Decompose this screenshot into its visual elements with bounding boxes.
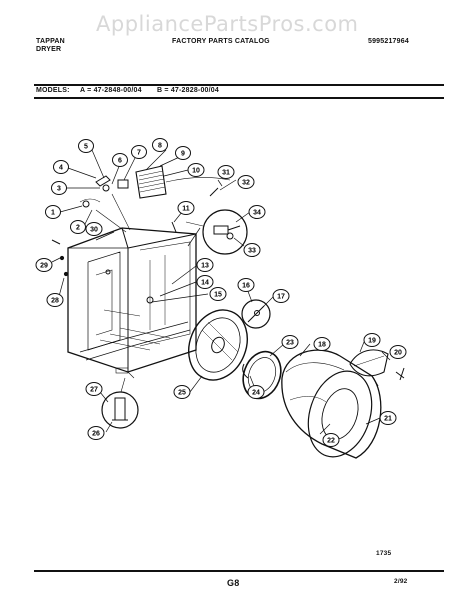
svg-text:4: 4 <box>59 165 63 172</box>
svg-text:9: 9 <box>181 151 185 158</box>
callout-26: 26 <box>87 426 105 440</box>
svg-text:13: 13 <box>201 263 209 270</box>
svg-text:20: 20 <box>394 350 402 357</box>
callout-1: 1 <box>45 205 61 219</box>
svg-text:11: 11 <box>182 206 190 213</box>
svg-text:21: 21 <box>384 416 392 423</box>
callout-9: 9 <box>175 146 191 160</box>
callout-15: 15 <box>209 287 227 301</box>
drum-baffle <box>349 349 405 381</box>
svg-text:23: 23 <box>286 340 294 347</box>
svg-text:34: 34 <box>253 210 261 217</box>
callout-13: 13 <box>196 258 214 272</box>
svg-text:29: 29 <box>40 263 48 270</box>
callout-16: 16 <box>237 278 255 292</box>
svg-text:19: 19 <box>368 338 376 345</box>
callout-25: 25 <box>173 385 191 399</box>
leader-lines <box>51 149 391 435</box>
callout-bubbles: 5 4 3 1 2 6 7 <box>35 138 407 447</box>
callout-14: 14 <box>196 275 214 289</box>
callout-4: 4 <box>53 160 69 174</box>
model-b: B = 47-2828-00/04 <box>157 87 219 94</box>
callout-6: 6 <box>112 153 128 167</box>
callout-17: 17 <box>272 289 290 303</box>
svg-text:14: 14 <box>201 280 209 287</box>
svg-text:33: 33 <box>248 248 256 255</box>
front-bulkhead <box>188 309 248 381</box>
callout-19: 19 <box>363 333 381 347</box>
svg-text:27: 27 <box>90 387 98 394</box>
detail-circle-foot <box>101 377 139 429</box>
svg-text:28: 28 <box>51 298 59 305</box>
svg-text:26: 26 <box>92 431 100 438</box>
callout-8: 8 <box>152 138 168 152</box>
callout-29: 29 <box>35 258 53 272</box>
catalog-title: FACTORY PARTS CATALOG <box>172 38 270 45</box>
page-number: G8 <box>227 578 240 588</box>
svg-text:8: 8 <box>158 143 162 150</box>
callout-5: 5 <box>78 139 94 153</box>
callout-20: 20 <box>389 345 407 359</box>
callout-34: 34 <box>248 205 266 219</box>
svg-text:32: 32 <box>242 180 250 187</box>
callout-11: 11 <box>177 201 195 215</box>
svg-text:7: 7 <box>137 150 141 157</box>
drawing-number: 1735 <box>376 550 392 557</box>
callout-28: 28 <box>46 293 64 307</box>
svg-text:3: 3 <box>57 186 61 193</box>
callout-18: 18 <box>313 337 331 351</box>
svg-text:5: 5 <box>84 144 88 151</box>
svg-text:17: 17 <box>277 294 285 301</box>
callout-2: 2 <box>70 220 86 234</box>
svg-text:16: 16 <box>242 283 250 290</box>
brand-name: TAPPAN <box>36 38 65 45</box>
callout-21: 21 <box>379 411 397 425</box>
svg-text:30: 30 <box>90 227 98 234</box>
svg-text:24: 24 <box>252 390 260 397</box>
watermark: AppliancePartsPros.com <box>96 12 359 36</box>
header-rule-bottom <box>34 97 444 99</box>
callout-30: 30 <box>85 222 103 236</box>
catalog-number: 5995217964 <box>368 38 409 45</box>
header-rule-top <box>34 84 444 86</box>
svg-text:10: 10 <box>192 168 200 175</box>
callout-27: 27 <box>85 382 103 396</box>
svg-text:2: 2 <box>76 225 80 232</box>
svg-text:6: 6 <box>118 158 122 165</box>
svg-text:22: 22 <box>327 438 335 445</box>
callout-24: 24 <box>247 385 265 399</box>
callout-31: 31 <box>217 165 235 179</box>
detail-circle-idler <box>241 299 271 329</box>
model-a: A = 47-2848-00/04 <box>80 87 142 94</box>
footer-rule <box>34 570 444 572</box>
appliance-type: DRYER <box>36 46 62 53</box>
svg-text:15: 15 <box>214 292 222 299</box>
callout-33: 33 <box>243 243 261 257</box>
dryer-drum <box>281 349 382 459</box>
callout-23: 23 <box>281 335 299 349</box>
svg-text:18: 18 <box>318 342 326 349</box>
top-hardware <box>51 175 219 277</box>
models-label: MODELS: <box>36 87 70 94</box>
svg-text:1: 1 <box>51 210 55 217</box>
detail-circle-upper <box>185 209 248 255</box>
callout-22: 22 <box>322 433 340 447</box>
lint-filter-grille <box>135 165 231 199</box>
dryer-cabinet <box>67 227 197 379</box>
callout-10: 10 <box>187 163 205 177</box>
revision-date: 2/92 <box>394 578 408 585</box>
svg-text:25: 25 <box>178 390 186 397</box>
svg-text:31: 31 <box>222 170 230 177</box>
callout-7: 7 <box>131 145 147 159</box>
callout-3: 3 <box>51 181 67 195</box>
callout-32: 32 <box>237 175 255 189</box>
